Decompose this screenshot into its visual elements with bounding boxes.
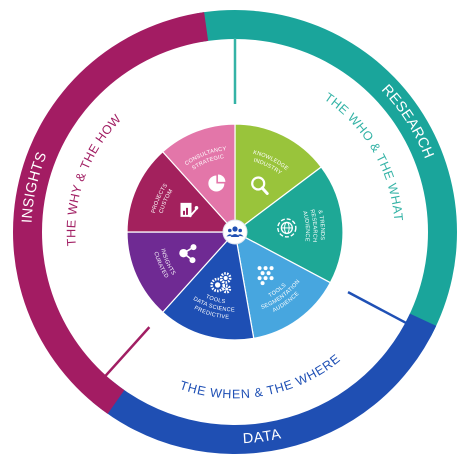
chart-doc-icon bbox=[180, 202, 199, 218]
people-icon bbox=[226, 226, 244, 237]
gears-icon bbox=[210, 272, 232, 294]
wedge-fill bbox=[126, 231, 237, 314]
outer-segment-data bbox=[92, 313, 437, 454]
wedge-label-line: RESEARCH bbox=[308, 209, 317, 243]
hub-circle bbox=[222, 219, 248, 245]
wedge-fill bbox=[234, 123, 323, 234]
outer-segment-insights bbox=[13, 12, 209, 414]
wedge-fill bbox=[161, 230, 255, 341]
center-hub bbox=[222, 219, 248, 245]
wedge-fill bbox=[161, 123, 236, 234]
middle-divider-when-where bbox=[347, 290, 407, 325]
outer-segment-research bbox=[196, 9, 458, 337]
magnifier-icon bbox=[251, 176, 269, 195]
wedge-fill bbox=[126, 150, 237, 233]
wedge-label-line: TOOLS bbox=[205, 294, 226, 305]
globe-target-icon bbox=[277, 218, 297, 238]
wedge-label-line: AUDIENCE bbox=[301, 210, 310, 242]
middle-divider-why-how bbox=[104, 326, 151, 378]
dots-grid-icon bbox=[257, 266, 274, 286]
wedge-label-line: & TRENDS bbox=[316, 210, 325, 241]
pie-chart-icon bbox=[208, 174, 226, 192]
wedge-fill bbox=[234, 230, 332, 340]
network-icon bbox=[179, 244, 197, 264]
